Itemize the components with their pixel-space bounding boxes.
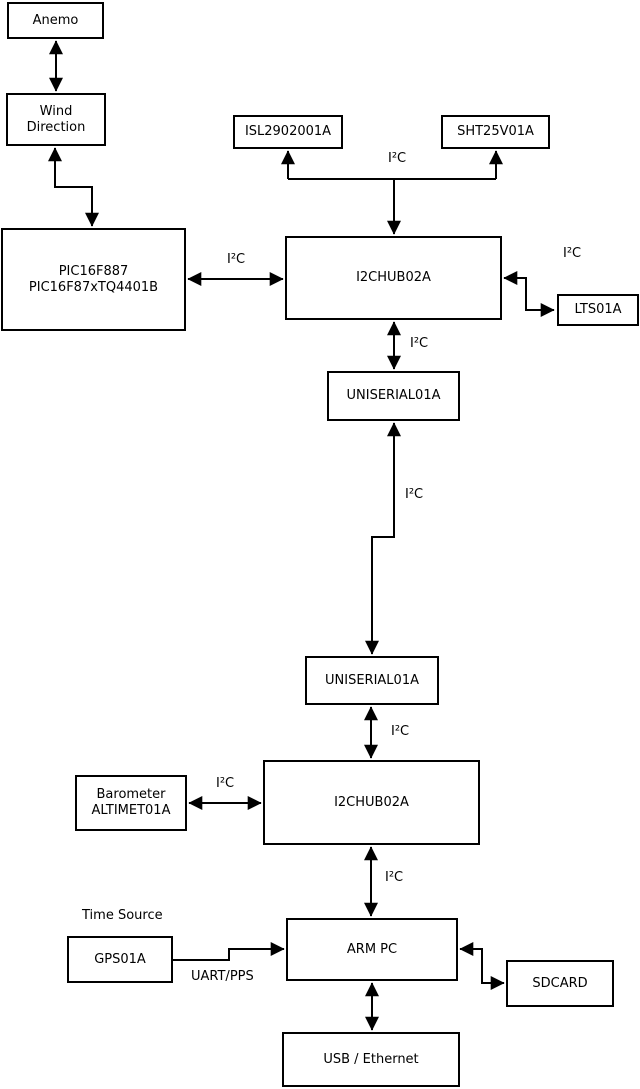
node-i2chub02a-2: I2CHUB02A <box>263 760 480 845</box>
edge-label-time-source: Time Source <box>82 908 163 923</box>
node-uniserial01a-1-label: UNISERIAL01A <box>346 388 441 403</box>
edge-label-i2c-barometer-hub2: I²C <box>216 776 235 791</box>
node-uniserial01a-2: UNISERIAL01A <box>305 656 439 705</box>
node-arm-pc-label: ARM PC <box>346 941 398 957</box>
node-wind-direction-label-line1: Wind <box>39 103 73 119</box>
edge-label-i2c-hub2-armpc: I²C <box>385 870 404 885</box>
node-anemo: Anemo <box>7 2 104 39</box>
node-sdcard: SDCARD <box>506 960 614 1007</box>
node-lts01a-label: LTS01A <box>574 302 622 317</box>
node-sdcard-label: SDCARD <box>532 975 588 991</box>
node-i2chub02a-1: I2CHUB02A <box>285 236 502 320</box>
node-sht25v01a-label: SHT25V01A <box>457 124 534 139</box>
node-barometer-altimet01a: Barometer ALTIMET01A <box>75 775 187 831</box>
edge-label-i2c-uniserial-link: I²C <box>405 487 424 502</box>
edge-label-i2c-hub1-lts: I²C <box>563 246 582 261</box>
node-uniserial01a-1: UNISERIAL01A <box>327 371 460 421</box>
connector-armpc-sdcard <box>459 942 505 990</box>
node-wind-direction-label-line2: Direction <box>26 119 86 135</box>
node-uniserial01a-2-label: UNISERIAL01A <box>325 672 419 688</box>
node-i2chub02a-1-label: I2CHUB02A <box>356 270 431 285</box>
connector-hub1-lts <box>503 271 555 317</box>
node-usb-ethernet: USB / Ethernet <box>282 1032 460 1087</box>
node-gps01a-label: GPS01A <box>94 951 146 967</box>
node-isl2902001a: ISL2902001A <box>233 115 343 149</box>
node-usb-ethernet-label: USB / Ethernet <box>323 1051 419 1067</box>
node-pic16f887: PIC16F887 PIC16F87xTQ4401B <box>1 228 186 331</box>
edge-label-i2c-sensors: I²C <box>388 151 407 166</box>
node-isl2902001a-label: ISL2902001A <box>244 124 332 139</box>
node-barometer-label-line2: ALTIMET01A <box>91 803 171 818</box>
edge-label-i2c-uniserial2-hub2: I²C <box>391 724 410 739</box>
node-gps01a: GPS01A <box>67 936 173 983</box>
node-wind-direction: Wind Direction <box>6 93 106 146</box>
node-barometer-label-line1: Barometer <box>96 787 166 802</box>
node-sht25v01a: SHT25V01A <box>441 115 550 149</box>
node-anemo-label: Anemo <box>32 12 79 28</box>
edge-label-uart-pps: UART/PPS <box>191 969 254 984</box>
node-i2chub02a-2-label: I2CHUB02A <box>334 794 409 810</box>
connector-gps-armpc <box>173 942 285 961</box>
connector-uniserial1-uniserial2 <box>365 422 401 655</box>
edge-label-i2c-pic-hub1: I²C <box>227 252 246 267</box>
connector-wind-pic <box>48 147 99 227</box>
node-lts01a: LTS01A <box>557 294 639 326</box>
edge-label-i2c-hub1-uniserial1: I²C <box>410 336 429 351</box>
node-pic16f887-label-line1: PIC16F887 <box>58 263 129 279</box>
node-pic16f887-label-line2: PIC16F87xTQ4401B <box>28 279 159 295</box>
node-arm-pc: ARM PC <box>286 918 458 981</box>
